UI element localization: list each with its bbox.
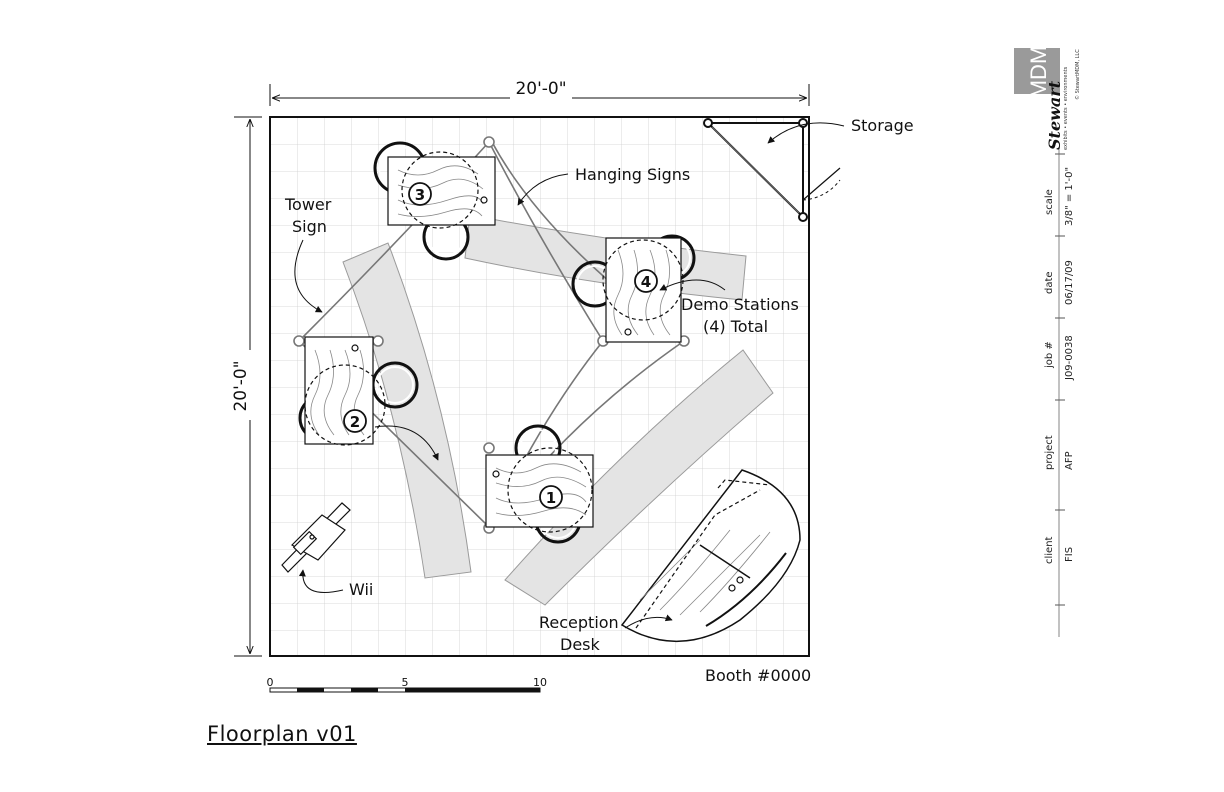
- storage-callout: Storage: [767, 116, 914, 144]
- wii-callout: Wii: [298, 569, 373, 599]
- width-dimension: 20'-0": [269, 79, 810, 106]
- svg-text:J09-0038: J09-0038: [1064, 335, 1075, 381]
- copyright: © StewartMDM, LLC: [1074, 49, 1081, 100]
- station-number: 4: [641, 273, 651, 291]
- station-number: 3: [415, 186, 425, 204]
- scale-bar: 0 5 10: [267, 676, 547, 693]
- svg-text:Desk: Desk: [560, 635, 601, 654]
- station-number: 2: [350, 413, 360, 431]
- svg-text:Storage: Storage: [851, 116, 914, 135]
- reception-desk: [620, 469, 801, 642]
- demo-station-1: [485, 424, 594, 544]
- hanging-signs-callout: Hanging Signs: [517, 165, 690, 206]
- svg-text:job #: job #: [1044, 341, 1055, 369]
- station-number: 1: [546, 489, 556, 507]
- svg-text:06/17/09: 06/17/09: [1064, 260, 1075, 305]
- field-job: job # J09-0038: [1044, 335, 1075, 381]
- svg-text:Hanging Signs: Hanging Signs: [575, 165, 690, 184]
- drawing-title: Floorplan v01: [207, 722, 357, 746]
- svg-text:(4) Total: (4) Total: [703, 317, 768, 336]
- field-date: date 06/17/09: [1044, 260, 1075, 305]
- height-dimension: 20'-0": [231, 116, 262, 657]
- svg-text:Wii: Wii: [349, 580, 373, 599]
- logo-box: [1014, 48, 1060, 94]
- svg-text:FIS: FIS: [1064, 547, 1075, 562]
- wii-station: [281, 502, 351, 573]
- svg-text:date: date: [1044, 271, 1055, 294]
- logo-mdm: MDM: [1026, 46, 1051, 99]
- svg-text:AFP: AFP: [1064, 451, 1075, 470]
- field-scale: scale 3/8" = 1'-0": [1044, 167, 1075, 226]
- station-badges: 3 4 2 1: [343, 182, 658, 509]
- station-badge-2: 2: [343, 409, 367, 433]
- scale-tick-label: 5: [402, 676, 409, 689]
- svg-text:Demo Stations: Demo Stations: [681, 295, 799, 314]
- brand-tagline: exhibits • events • environments: [1063, 66, 1069, 150]
- field-client: client FIS: [1044, 536, 1075, 564]
- title-block: MDM Stewart exhibits • events • environm…: [1014, 46, 1081, 637]
- width-dimension-label: 20'-0": [515, 79, 566, 99]
- height-dimension-label: 20'-0": [231, 360, 251, 411]
- station-badge-4: 4: [634, 269, 658, 293]
- scale-tick-label: 0: [267, 676, 274, 689]
- station-badge-3: 3: [408, 182, 432, 206]
- svg-text:Reception: Reception: [539, 613, 619, 632]
- svg-text:project: project: [1044, 435, 1055, 470]
- scale-tick-label: 10: [533, 676, 547, 689]
- station-badge-1: 1: [539, 485, 563, 509]
- storage-closet: [703, 118, 841, 222]
- svg-text:client: client: [1044, 536, 1055, 564]
- field-project: project AFP: [1044, 435, 1075, 470]
- demo-station-3: [373, 141, 496, 261]
- svg-text:scale: scale: [1044, 189, 1055, 215]
- brand-name: Stewart: [1045, 80, 1064, 150]
- svg-text:Tower: Tower: [284, 195, 332, 214]
- demo-stations-callout: Demo Stations (4) Total: [374, 279, 799, 461]
- svg-text:Sign: Sign: [292, 217, 327, 236]
- reception-desk-callout: Reception Desk: [539, 613, 673, 654]
- tower-sign-callout: Tower Sign: [284, 195, 332, 313]
- svg-text:3/8" = 1'-0": 3/8" = 1'-0": [1064, 167, 1075, 226]
- booth-number: Booth #0000: [705, 666, 811, 685]
